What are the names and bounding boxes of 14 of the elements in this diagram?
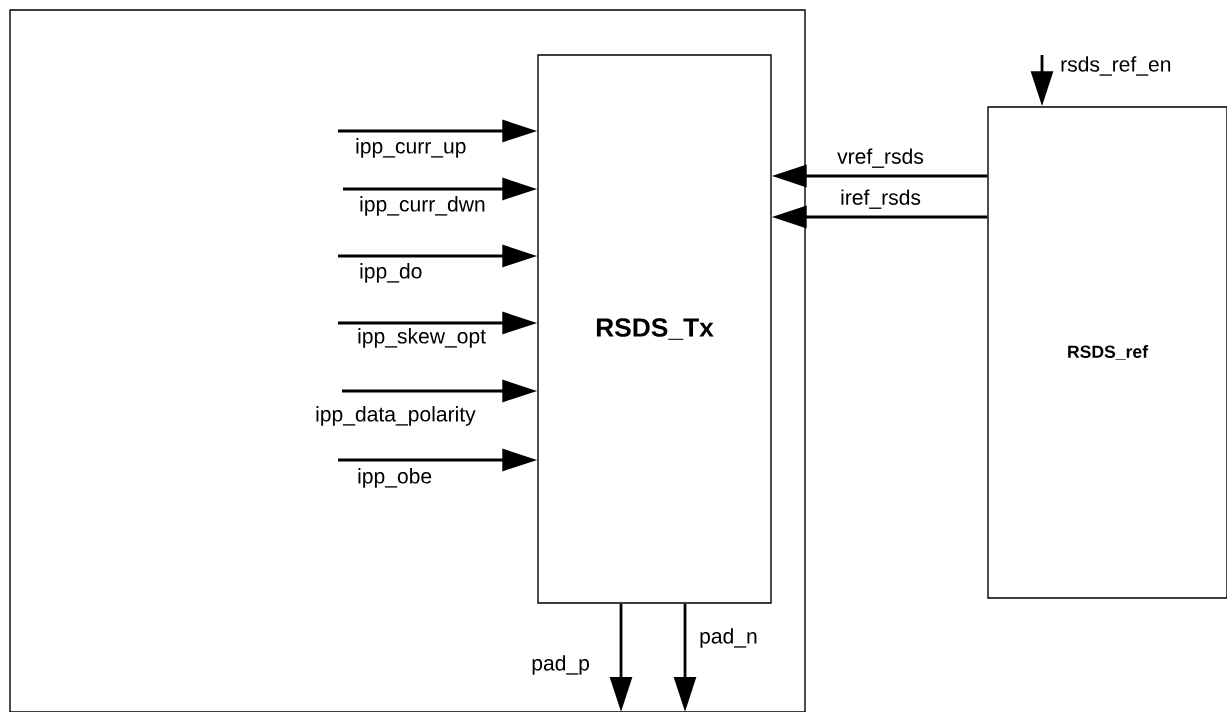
signal-label: ipp_data_polarity xyxy=(316,406,476,426)
signal-label: pad_n xyxy=(700,628,757,648)
signal-label: ipp_do xyxy=(360,263,422,283)
signal-label: vref_rsds xyxy=(837,148,924,168)
signal-label: rsds_ref_en xyxy=(1061,56,1171,76)
block-box: RSDS_Tx xyxy=(537,54,772,604)
signal-label: ipp_curr_dwn xyxy=(360,196,485,216)
frame-box xyxy=(9,9,806,712)
block-box: RSDS_ref xyxy=(987,106,1227,599)
signal-label: ipp_obe xyxy=(358,468,432,488)
signal-label: ipp_curr_up xyxy=(356,138,466,158)
signal-label: iref_rsds xyxy=(841,189,921,209)
signal-label: ipp_skew_opt xyxy=(358,328,486,348)
signal-label: pad_p xyxy=(532,655,589,675)
